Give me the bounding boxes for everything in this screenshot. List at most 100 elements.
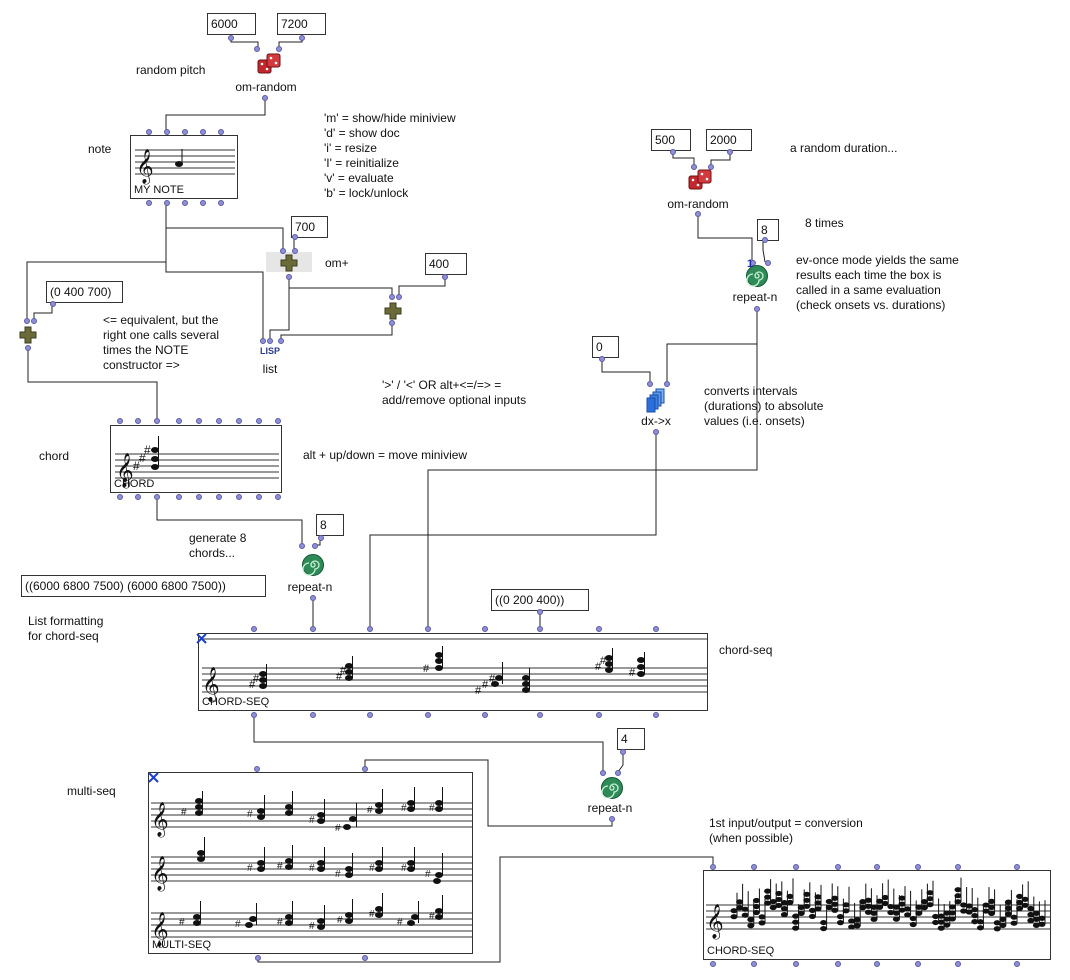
spiral-icon[interactable] <box>745 264 769 288</box>
inlet[interactable] <box>425 626 431 632</box>
outlet[interactable] <box>537 609 543 615</box>
outlet[interactable] <box>310 712 316 718</box>
outlet[interactable] <box>286 274 292 280</box>
outlet[interactable] <box>727 149 733 155</box>
inlet[interactable] <box>146 129 152 135</box>
multi-seq-editor[interactable]: 𝄞 𝄞 𝄞 # # # # # # # # # <box>148 772 473 954</box>
outlet[interactable] <box>362 955 368 961</box>
outlet[interactable] <box>50 301 56 307</box>
outlet[interactable] <box>200 200 206 206</box>
outlet[interactable] <box>762 237 768 243</box>
outlet[interactable] <box>135 494 141 500</box>
inlet[interactable] <box>691 164 697 170</box>
plus-icon[interactable] <box>384 302 402 320</box>
value-box-4[interactable]: 4 <box>617 728 645 750</box>
inlet[interactable] <box>367 626 373 632</box>
outlet[interactable] <box>835 961 841 967</box>
inlet[interactable] <box>256 418 262 424</box>
outlet[interactable] <box>275 494 281 500</box>
outlet[interactable] <box>653 429 659 435</box>
inlet[interactable] <box>710 864 716 870</box>
outlet[interactable] <box>367 712 373 718</box>
inlet[interactable] <box>750 260 756 266</box>
dice-icon[interactable] <box>256 52 284 78</box>
outlet[interactable] <box>874 961 880 967</box>
outlet[interactable] <box>299 35 305 41</box>
inlet[interactable] <box>362 766 368 772</box>
value-box-0[interactable]: 0 <box>592 336 619 358</box>
inlet[interactable] <box>31 318 37 324</box>
lisp-icon[interactable]: LISP <box>260 346 281 356</box>
chord-editor[interactable]: 𝄞 # # # CHORD <box>110 425 282 493</box>
inlet[interactable] <box>276 46 282 52</box>
value-box-7200[interactable]: 7200 <box>277 13 326 35</box>
inlet[interactable] <box>874 864 880 870</box>
inlet[interactable] <box>24 318 30 324</box>
inlet[interactable] <box>537 626 543 632</box>
outlet[interactable] <box>425 712 431 718</box>
inlet[interactable] <box>292 248 298 254</box>
inlet[interactable] <box>664 381 670 387</box>
inlet[interactable] <box>218 129 224 135</box>
outlet[interactable] <box>482 712 488 718</box>
outlet[interactable] <box>228 35 234 41</box>
outlet[interactable] <box>318 535 324 541</box>
inlet[interactable] <box>389 294 395 300</box>
value-box-8-chords[interactable]: 8 <box>316 514 344 536</box>
plus-icon[interactable] <box>280 254 298 272</box>
stack-icon[interactable] <box>644 387 668 415</box>
value-box-2000[interactable]: 2000 <box>706 129 752 151</box>
inlet[interactable] <box>482 626 488 632</box>
inlet[interactable] <box>254 766 260 772</box>
inlet[interactable] <box>955 864 961 870</box>
value-box-8-times[interactable]: 8 <box>757 219 779 241</box>
inlet[interactable] <box>196 418 202 424</box>
note-editor[interactable]: 𝄞 MY NOTE <box>130 135 238 199</box>
inlet[interactable] <box>278 338 284 344</box>
inlet[interactable] <box>236 418 242 424</box>
inlet[interactable] <box>915 864 921 870</box>
outlet[interactable] <box>154 494 160 500</box>
outlet[interactable] <box>915 961 921 967</box>
value-box-700[interactable]: 700 <box>291 216 328 238</box>
spiral-icon[interactable] <box>600 776 624 800</box>
outlet[interactable] <box>751 961 757 967</box>
outlet[interactable] <box>117 494 123 500</box>
inlet[interactable] <box>299 543 305 549</box>
inlet[interactable] <box>200 129 206 135</box>
value-box-6000[interactable]: 6000 <box>207 13 256 35</box>
inlet[interactable] <box>751 864 757 870</box>
inlet[interactable] <box>176 418 182 424</box>
inlet[interactable] <box>135 418 141 424</box>
outlet[interactable] <box>442 274 448 280</box>
outlet[interactable] <box>216 494 222 500</box>
list-box-0-400-700[interactable]: (0 400 700) <box>46 281 123 303</box>
inlet[interactable] <box>164 129 170 135</box>
inlet[interactable] <box>275 418 281 424</box>
inlet[interactable] <box>117 418 123 424</box>
inlet[interactable] <box>280 248 286 254</box>
value-box-400[interactable]: 400 <box>425 253 467 275</box>
inlet[interactable] <box>708 164 714 170</box>
outlet[interactable] <box>754 306 760 312</box>
outlet[interactable] <box>389 320 395 326</box>
dice-icon[interactable] <box>687 168 715 194</box>
inlet[interactable] <box>267 338 273 344</box>
list-box-offsets[interactable]: ((0 200 400)) <box>491 589 589 611</box>
outlet[interactable] <box>670 149 676 155</box>
chord-seq-editor-2[interactable]: 𝄞 CHORD-SEQ <box>703 870 1051 960</box>
outlet[interactable] <box>176 494 182 500</box>
outlet[interactable] <box>196 494 202 500</box>
inlet[interactable] <box>182 129 188 135</box>
inlet[interactable] <box>396 294 402 300</box>
outlet[interactable] <box>537 712 543 718</box>
lock-x-icon[interactable] <box>148 772 159 783</box>
outlet[interactable] <box>1014 961 1020 967</box>
inlet[interactable] <box>251 626 257 632</box>
outlet[interactable] <box>262 95 268 101</box>
outlet[interactable] <box>599 356 605 362</box>
inlet[interactable] <box>310 626 316 632</box>
inlet[interactable] <box>312 543 318 549</box>
outlet[interactable] <box>292 234 298 240</box>
outlet[interactable] <box>182 200 188 206</box>
